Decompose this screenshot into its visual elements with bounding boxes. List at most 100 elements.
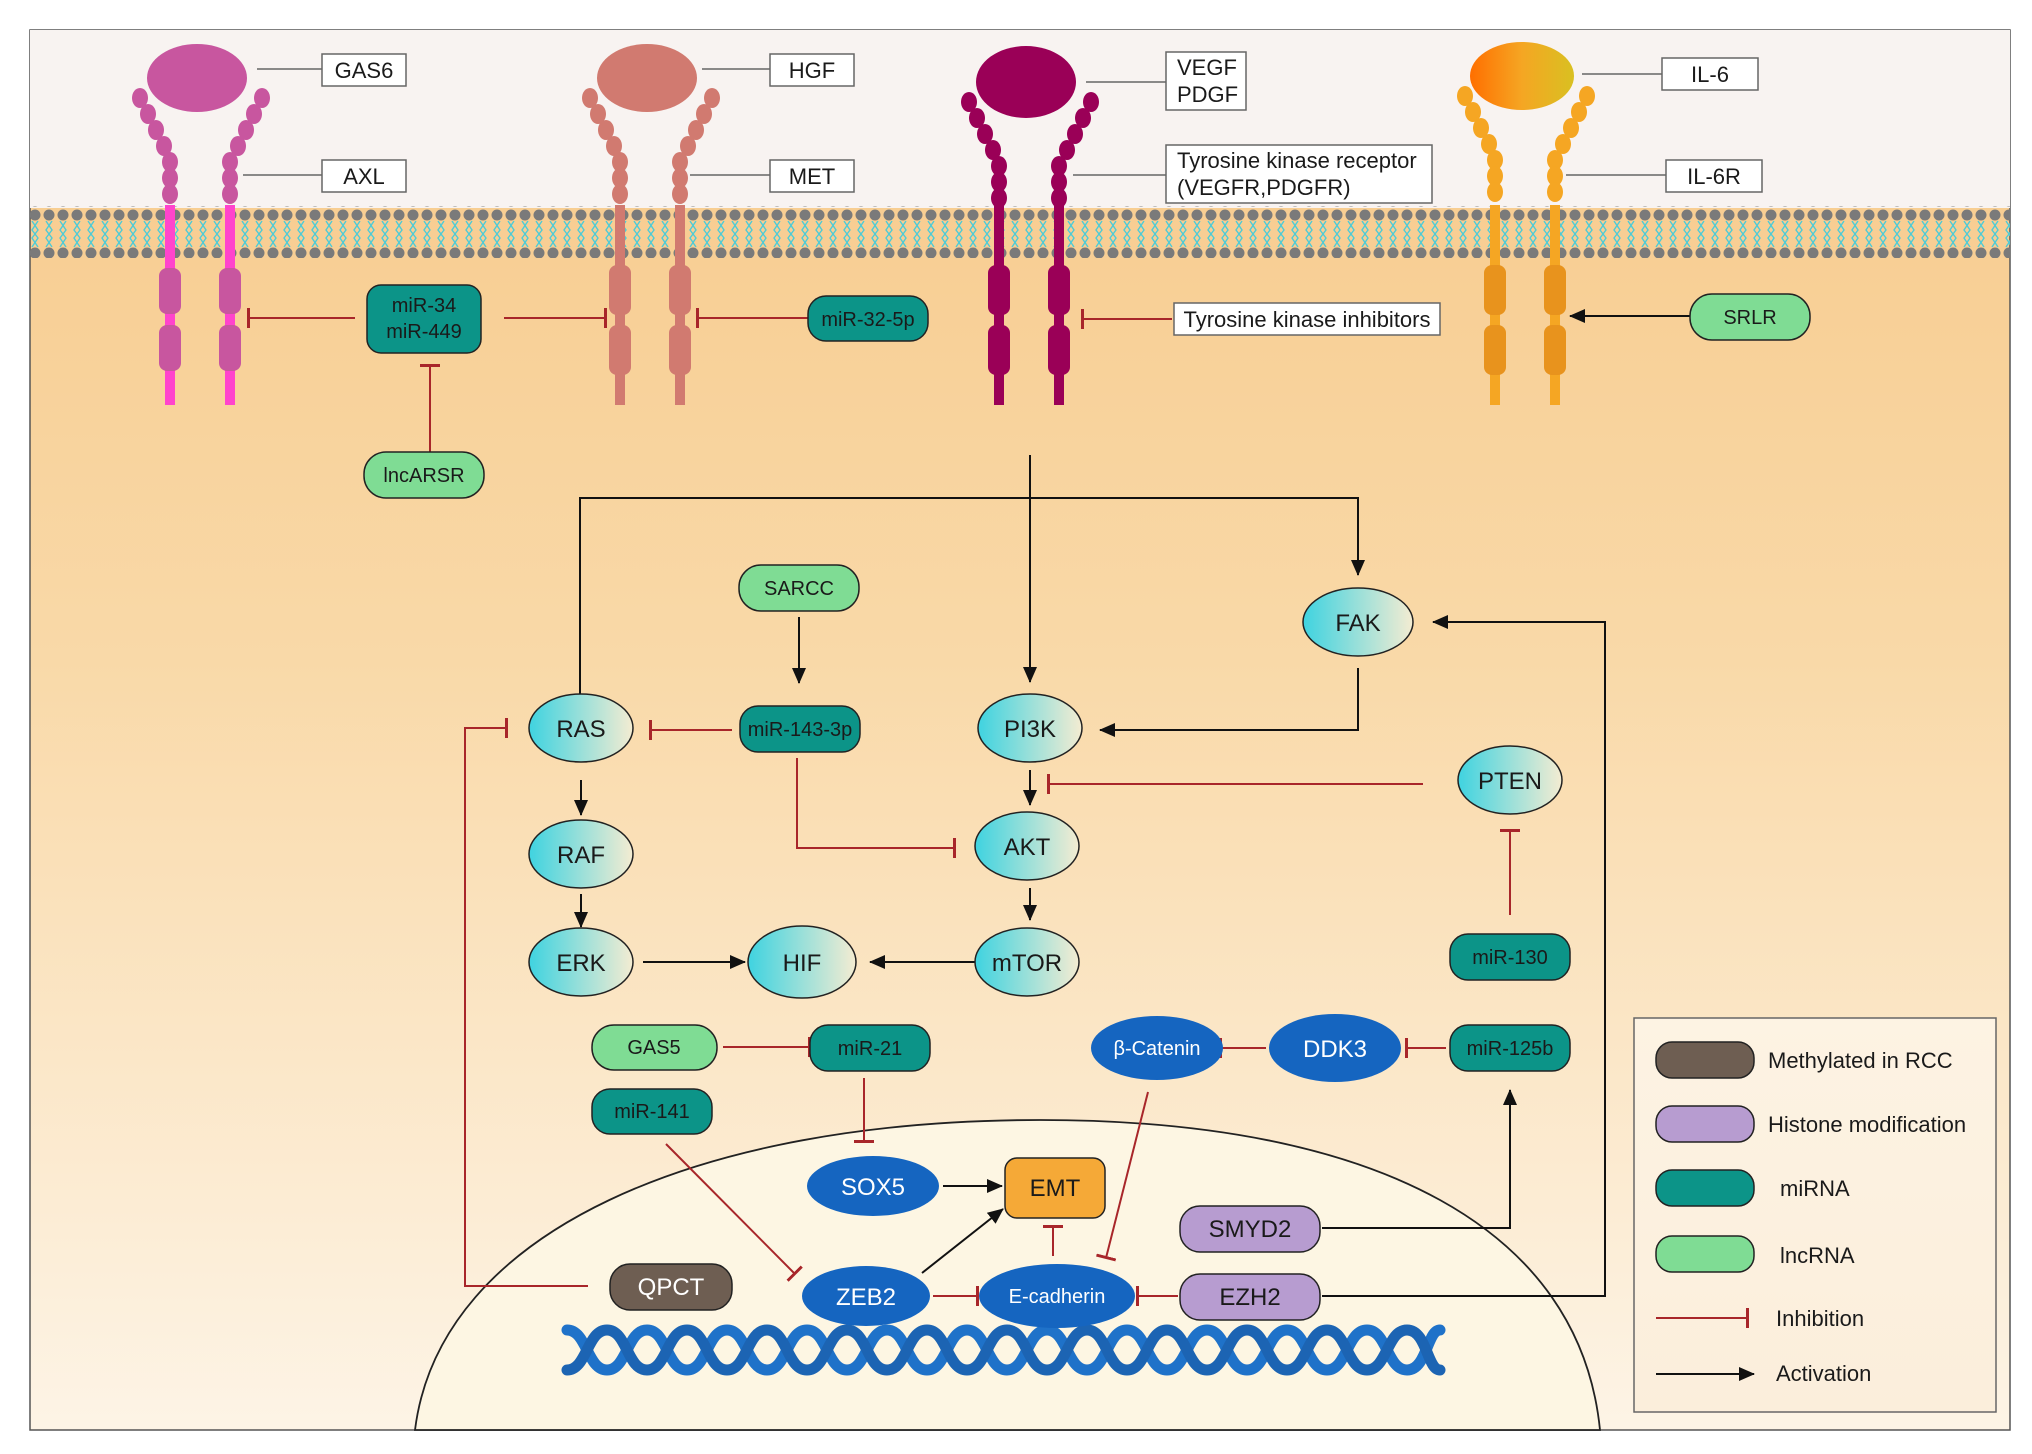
pten-label: PTEN — [1478, 768, 1542, 795]
erk-label: ERK — [556, 950, 605, 977]
ras-label: RAS — [556, 716, 605, 743]
inhibit-mir143-akt — [796, 758, 956, 858]
lncarsr-node — [363, 451, 485, 499]
hgf-label-box — [769, 53, 855, 87]
hgf-label: HGF — [789, 58, 835, 83]
mir34-mir449-node — [366, 284, 482, 354]
fak-label: FAK — [1335, 610, 1380, 637]
vegf-pdgf-ligand — [976, 46, 1076, 118]
axl-receptor — [132, 44, 270, 405]
akt-label: AKT — [1004, 834, 1051, 861]
il6-ligand — [1470, 42, 1574, 110]
legend-mirna-label: miRNA — [1780, 1176, 1850, 1201]
tkr-label-line1: Tyrosine kinase receptor — [1177, 148, 1417, 173]
vegf-label: VEGF — [1177, 55, 1237, 80]
gas6-ligand — [147, 44, 247, 112]
activate-smyd2-mir125b — [1322, 1089, 1517, 1229]
ras-node — [528, 693, 634, 763]
legend-lncrna-swatch — [1655, 1235, 1755, 1273]
mir125b-label: miR-125b — [1467, 1038, 1554, 1060]
legend-histone-label: Histone modification — [1768, 1112, 1966, 1137]
sarcc-label: SARCC — [764, 578, 834, 600]
vegf-pdgf-label-box — [1165, 51, 1247, 111]
mtor-label: mTOR — [992, 950, 1062, 977]
fak-node — [1302, 587, 1414, 657]
legend-inhibition-label: Inhibition — [1776, 1306, 1864, 1331]
mtor-node — [974, 927, 1080, 997]
ezh2-node — [1179, 1273, 1321, 1321]
pi3k-node — [977, 693, 1083, 763]
mir449-label: miR-449 — [386, 321, 462, 343]
hgf-ligand — [597, 44, 697, 112]
qpct-node — [609, 1263, 733, 1311]
mir34-label: miR-34 — [392, 295, 456, 317]
axl-label: AXL — [343, 164, 385, 189]
qpct-label: QPCT — [638, 1274, 705, 1301]
pdgf-label: PDGF — [1177, 82, 1238, 107]
legend-histone-swatch — [1655, 1105, 1755, 1143]
activate-fak-pi3k — [1099, 668, 1359, 737]
mir32-label: miR-32-5p — [821, 309, 914, 331]
legend-methylated-swatch — [1655, 1041, 1755, 1079]
srlr-label: SRLR — [1723, 307, 1776, 329]
activate-zeb2-emt — [921, 1208, 1004, 1274]
dna-helix — [561, 1324, 1446, 1376]
erk-node — [528, 927, 634, 997]
bcatenin-node — [1091, 1016, 1223, 1080]
mir125b-node — [1449, 1024, 1571, 1072]
inhibit-mir141-zeb2 — [665, 1143, 803, 1282]
mir130-label: miR-130 — [1472, 947, 1548, 969]
legend-box — [1633, 1017, 1997, 1413]
mir32-node — [807, 295, 929, 342]
legend-mirna-swatch — [1655, 1169, 1755, 1207]
mir143-label: miR-143-3p — [748, 719, 852, 741]
tyrosine-kinase-receptor — [961, 46, 1099, 405]
emt-label: EMT — [1030, 1175, 1081, 1202]
il6r-label-box — [1665, 159, 1763, 193]
bcatenin-label: β-Catenin — [1113, 1038, 1200, 1060]
sox5-node — [807, 1156, 939, 1216]
gas6-label: GAS6 — [335, 58, 394, 83]
mir141-node — [591, 1088, 713, 1135]
hif-node — [747, 925, 857, 999]
mir21-label: miR-21 — [838, 1038, 902, 1060]
il6r-label: IL-6R — [1687, 164, 1741, 189]
tki-label: Tyrosine kinase inhibitors — [1183, 307, 1430, 332]
mir143-node — [739, 705, 861, 753]
emt-node — [1004, 1157, 1106, 1219]
inhibit-bcatenin-ecadherin — [1096, 1091, 1149, 1262]
il6-label-box — [1661, 57, 1759, 91]
smyd2-node — [1179, 1205, 1321, 1253]
tkr-label-line2: (VEGFR,PDGFR) — [1177, 175, 1351, 200]
srlr-node — [1689, 293, 1811, 341]
activate-ezh2-fak — [1322, 615, 1606, 1297]
mir130-node — [1449, 933, 1571, 981]
il6-label: IL-6 — [1691, 62, 1729, 87]
sarcc-node — [738, 564, 860, 612]
raf-label: RAF — [557, 842, 605, 869]
lncarsr-label: lncARSR — [383, 465, 464, 487]
mir141-label: miR-141 — [614, 1101, 690, 1123]
legend-methylated-label: Methylated in RCC — [1768, 1048, 1953, 1073]
inhibit-qpct-ras — [464, 718, 588, 1287]
ecadherin-label: E-cadherin — [1009, 1286, 1106, 1308]
ddk3-label: DDK3 — [1303, 1036, 1367, 1063]
axl-label-box — [321, 159, 407, 193]
gas5-label: GAS5 — [627, 1037, 680, 1059]
gas5-node — [591, 1024, 718, 1071]
tkr-label-box — [1165, 144, 1433, 204]
ezh2-label: EZH2 — [1219, 1284, 1280, 1311]
smyd2-label: SMYD2 — [1209, 1216, 1292, 1243]
legend-lncrna-label: lncRNA — [1780, 1243, 1855, 1268]
cell-membrane — [30, 206, 2010, 258]
sox5-label: SOX5 — [841, 1174, 905, 1201]
il6-receptor — [1457, 42, 1595, 405]
legend: Methylated in RCC Histone modification m… — [1633, 1017, 1997, 1413]
hif-label: HIF — [783, 950, 822, 977]
met-label-box — [769, 159, 855, 193]
met-label: MET — [789, 164, 835, 189]
pten-node — [1457, 745, 1563, 815]
pi3k-label: PI3K — [1004, 716, 1056, 743]
activate-branch-ras-fak — [579, 497, 1365, 715]
